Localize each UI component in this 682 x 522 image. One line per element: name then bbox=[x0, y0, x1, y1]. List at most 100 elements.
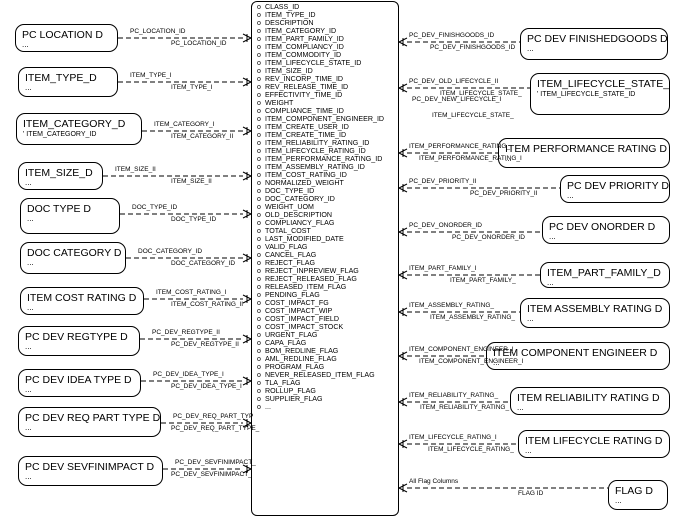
entity-more: ... bbox=[525, 446, 532, 455]
relationship-label: ITEM_LIFECYCLE_STATE_ bbox=[440, 90, 522, 97]
relationship-label: ITEM_PART_FAMILY_ bbox=[450, 277, 516, 284]
left-entity-box[interactable]: PC LOCATION D... bbox=[15, 24, 118, 52]
entity-name: PC DEV REQ PART TYPE D bbox=[25, 412, 161, 424]
left-entity-box[interactable]: PC DEV IDEA TYPE D... bbox=[18, 369, 141, 397]
relationship-label: ITEM_PART_FAMILY_I bbox=[409, 265, 477, 272]
relationship-label: ITEM_CATEGORY_I bbox=[154, 121, 215, 128]
entity-name: ITEM ASSEMBLY RATING D bbox=[527, 303, 663, 315]
attribute-row: ITEM_COMPLIANCY_ID bbox=[257, 43, 398, 51]
relationship-label: PC_DEV_SEVFINIMPACT_ bbox=[171, 471, 252, 478]
right-entity-box[interactable]: ITEM_LIFECYCLE_STATE_' ITEM_LIFECYCLE_ST… bbox=[530, 73, 670, 115]
entity-name: FLAG D bbox=[615, 485, 653, 497]
attribute-row: PROGRAM_FLAG bbox=[257, 363, 398, 371]
entity-name: PC LOCATION D bbox=[22, 29, 103, 41]
attribute-row: PENDING_FLAG bbox=[257, 291, 398, 299]
attribute-row: DOC_CATEGORY_ID bbox=[257, 195, 398, 203]
left-entity-box[interactable]: DOC CATEGORY D... bbox=[20, 242, 126, 274]
relationship-label: PC_DEV_NEW_LIFECYCLE_I bbox=[412, 96, 502, 103]
entity-name: DOC CATEGORY D bbox=[27, 247, 122, 259]
attribute-row: WEIGHT_UOM bbox=[257, 203, 398, 211]
relationship-label: PC_DEV_IDEA_TYPE_I bbox=[171, 383, 242, 390]
entity-more: ... bbox=[27, 214, 34, 223]
right-entity-box[interactable]: ITEM COMPONENT ENGINEER D... bbox=[486, 342, 670, 370]
attribute-row: REJECT_FLAG bbox=[257, 259, 398, 267]
relationship-label: ITEM_LIFECYCLE_RATING_I bbox=[409, 434, 497, 441]
entity-name: ITEM_CATEGORY_D bbox=[23, 118, 126, 130]
attribute-row: REJECT_INPREVIEW_FLAG bbox=[257, 267, 398, 275]
relationship-label: DOC_CATEGORY_ID bbox=[138, 248, 203, 255]
attribute-row: SUPPLIER_FLAG bbox=[257, 395, 398, 403]
attribute-row: ITEM_RELIABILITY_RATING_ID bbox=[257, 139, 398, 147]
attribute-row: ... bbox=[257, 403, 398, 411]
entity-name: PC DEV PRIORITY D bbox=[567, 180, 669, 192]
attribute-row: ROLLUP_FLAG bbox=[257, 387, 398, 395]
entity-more: ... bbox=[25, 472, 32, 481]
relationship-label: ITEM_RELIABILITY_RATING_ bbox=[420, 404, 510, 411]
relationship-label: ITEM_PERFORMANCE_RATING_ bbox=[409, 143, 511, 150]
relationship-label: PC_DEV_PRIORITY_II bbox=[470, 190, 538, 197]
right-entity-box[interactable]: ITEM RELIABILITY RATING D... bbox=[510, 387, 670, 415]
left-entity-box[interactable]: ITEM_CATEGORY_D' ITEM_CATEGORY_ID bbox=[16, 113, 142, 145]
attribute-row: NORMALIZED_WEIGHT bbox=[257, 179, 398, 187]
entity-more: ... bbox=[517, 403, 524, 412]
entity-more: ... bbox=[25, 385, 32, 394]
entity-name: PC DEV SEVFINIMPACT D bbox=[25, 461, 155, 473]
entity-more: ... bbox=[527, 314, 534, 323]
central-entity[interactable]: CLASS_IDITEM_TYPE_IDDESCRIPTIONITEM_CATE… bbox=[251, 1, 399, 516]
relationship-label: PC_DEV_IDEA_TYPE_I bbox=[153, 371, 224, 378]
entity-name: PC DEV IDEA TYPE D bbox=[25, 374, 132, 386]
relationship-label: ITEM_CATEGORY_II bbox=[171, 133, 234, 140]
entity-key: ' ITEM_LIFECYCLE_STATE_ID bbox=[537, 91, 636, 98]
entity-more: ... bbox=[25, 423, 32, 432]
entity-name: ITEM COMPONENT ENGINEER D bbox=[493, 347, 658, 359]
entity-more: ... bbox=[27, 303, 34, 312]
left-entity-box[interactable]: PC DEV SEVFINIMPACT D... bbox=[18, 456, 163, 486]
relationship-label: ITEM_LIFECYCLE_STATE_ bbox=[432, 112, 514, 119]
attribute-row: REV_INCORP_TIME_ID bbox=[257, 75, 398, 83]
attribute-row: ITEM_COMPONENT_ENGINEER_ID bbox=[257, 115, 398, 123]
entity-name: ITEM_TYPE_D bbox=[25, 72, 97, 84]
entity-more: ... bbox=[567, 191, 574, 200]
right-entity-box[interactable]: ITEM_PART_FAMILY_D... bbox=[540, 262, 670, 288]
right-entity-box[interactable]: ITEM PERFORMANCE RATING D... bbox=[498, 138, 670, 168]
relationship-label: ITEM_RELIABILITY_RATING_ bbox=[409, 392, 499, 399]
entity-name: ITEM_PART_FAMILY_D bbox=[547, 267, 661, 279]
attribute-row: DOC_TYPE_ID bbox=[257, 187, 398, 195]
right-entity-box[interactable]: FLAG D... bbox=[608, 480, 668, 510]
relationship-label: PC_DEV_REGTYPE_II bbox=[152, 329, 220, 336]
right-entity-box[interactable]: PC DEV PRIORITY D... bbox=[560, 175, 670, 203]
relationship-label: PC_DEV_FINISHGOODS_ID bbox=[409, 32, 495, 39]
attribute-row: WEIGHT bbox=[257, 99, 398, 107]
relationship-label: DOC_TYPE_ID bbox=[171, 216, 217, 223]
relationship-label: PC_LOCATION_ID bbox=[130, 28, 186, 35]
entity-more: ... bbox=[493, 358, 500, 367]
left-entity-box[interactable]: PC DEV REGTYPE D... bbox=[18, 326, 140, 356]
left-entity-box[interactable]: ITEM_SIZE_D... bbox=[18, 162, 103, 190]
left-entity-box[interactable]: DOC TYPE D... bbox=[20, 198, 120, 234]
relationship-label: ITEM_COMPONENT_ENGINEER_I bbox=[419, 358, 524, 365]
attribute-row: ITEM_SIZE_ID bbox=[257, 67, 398, 75]
left-entity-box[interactable]: PC DEV REQ PART TYPE D... bbox=[18, 407, 161, 437]
entity-name: ITEM LIFECYCLE RATING D bbox=[525, 435, 663, 447]
entity-name: ITEM COST RATING D bbox=[27, 292, 137, 304]
relationship-label: DOC_CATEGORY_ID bbox=[171, 260, 236, 267]
right-entity-box[interactable]: ITEM LIFECYCLE RATING D... bbox=[518, 430, 670, 458]
attribute-row: COST_IMPACT_FIELD bbox=[257, 315, 398, 323]
attribute-row: RELEASED_ITEM_FLAG bbox=[257, 283, 398, 291]
right-entity-box[interactable]: PC DEV FINISHEDGOODS D... bbox=[520, 28, 668, 60]
attribute-row: COST_IMPACT_STOCK bbox=[257, 323, 398, 331]
attribute-row: COST_IMPACT_FG bbox=[257, 299, 398, 307]
attribute-row: REJECT_RELEASED_FLAG bbox=[257, 275, 398, 283]
right-entity-box[interactable]: PC DEV ONORDER D... bbox=[542, 216, 670, 244]
attribute-row: NEVER_RELEASED_ITEM_FLAG bbox=[257, 371, 398, 379]
relationship-label: PC_DEV_PRIORITY_II bbox=[409, 178, 477, 185]
relationship-label: ITEM_ASSEMBLY_RATING_ bbox=[409, 302, 495, 309]
right-entity-box[interactable]: ITEM ASSEMBLY RATING D... bbox=[520, 298, 670, 328]
left-entity-box[interactable]: ITEM_TYPE_D... bbox=[18, 67, 118, 97]
entity-name: PC DEV FINISHEDGOODS D bbox=[527, 33, 668, 45]
relationship-label: FLAG ID bbox=[518, 490, 544, 497]
left-entity-box[interactable]: ITEM COST RATING D... bbox=[20, 287, 144, 315]
attribute-row: COST_IMPACT_WIP bbox=[257, 307, 398, 315]
